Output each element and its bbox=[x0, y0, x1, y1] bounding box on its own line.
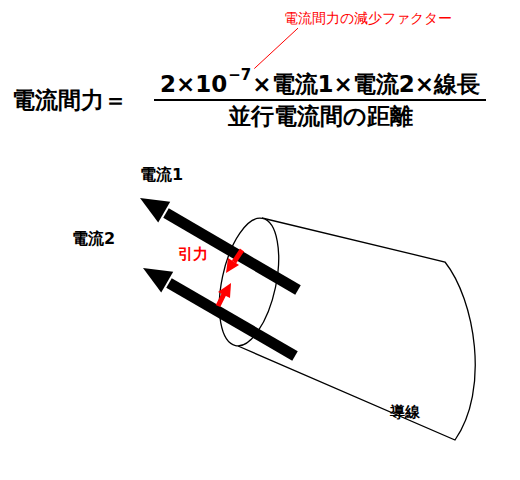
attraction-arrow-shaft bbox=[218, 294, 224, 306]
attraction-arrow-shaft bbox=[234, 250, 242, 262]
force-label: 引力 bbox=[178, 246, 208, 263]
attraction-arrow-head bbox=[218, 283, 231, 298]
fraction-bar bbox=[154, 99, 486, 101]
leader-line bbox=[254, 28, 298, 68]
current-arrow-head bbox=[143, 268, 173, 293]
current-arrow-shaft bbox=[169, 283, 295, 356]
attraction-arrows bbox=[218, 250, 242, 306]
current-label: 電流1 bbox=[140, 166, 183, 184]
current-arrow bbox=[143, 268, 295, 356]
current-arrow-shaft bbox=[166, 213, 298, 290]
formula-numerator: 2×10−7×電流1×電流2×線長 bbox=[160, 71, 480, 97]
denominator-term: 並行電流間の距離 bbox=[228, 103, 413, 129]
current-label: 電流2 bbox=[72, 230, 115, 248]
exponent: −7 bbox=[228, 67, 251, 84]
formula-lhs: 電流間力＝ bbox=[12, 87, 127, 113]
current-arrow-head bbox=[140, 198, 170, 223]
numerator-term: 2×10 bbox=[160, 71, 227, 97]
numerator-term: ×電流1×電流2×線長 bbox=[252, 71, 480, 97]
attraction-arrow-head bbox=[226, 258, 239, 273]
annotation-note: 電流間力の減少ファクター bbox=[284, 10, 452, 26]
conductor-label: 導線 bbox=[390, 404, 420, 421]
